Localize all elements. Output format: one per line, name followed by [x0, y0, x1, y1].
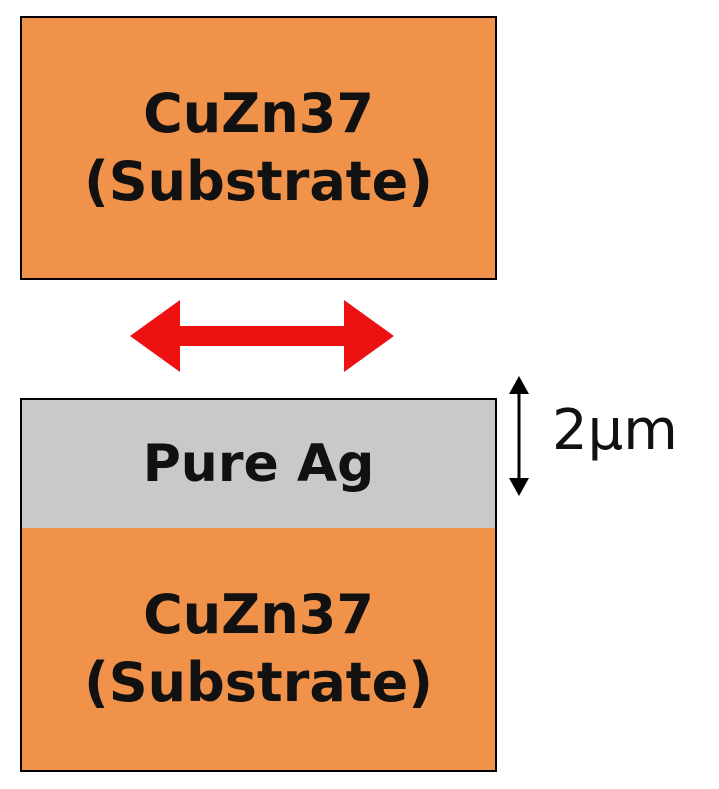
bottom-substrate-role-label: (Substrate): [84, 651, 433, 714]
bottom-substrate-block: CuZn37 (Substrate): [22, 528, 495, 770]
silver-coating-layer: Pure Ag: [22, 400, 495, 528]
top-substrate-material-label: CuZn37: [143, 82, 374, 145]
thickness-arrow-top-head: [509, 376, 529, 394]
coating-thickness-label: 2μm: [552, 398, 678, 463]
bottom-sample-stack: Pure Ag CuZn37 (Substrate): [20, 398, 497, 772]
sliding-arrow-left-head: [130, 300, 180, 372]
top-substrate-role-label: (Substrate): [84, 150, 433, 213]
thickness-arrow-bottom-head: [509, 478, 529, 496]
thickness-arrow-icon: [509, 376, 529, 496]
sliding-motion-arrow-icon: [130, 300, 394, 372]
top-substrate-block: CuZn37 (Substrate): [20, 16, 497, 280]
sliding-arrow-right-head: [344, 300, 394, 372]
silver-layer-label: Pure Ag: [142, 434, 375, 494]
sliding-arrow-shaft: [168, 326, 352, 346]
bottom-substrate-material-label: CuZn37: [143, 583, 374, 646]
